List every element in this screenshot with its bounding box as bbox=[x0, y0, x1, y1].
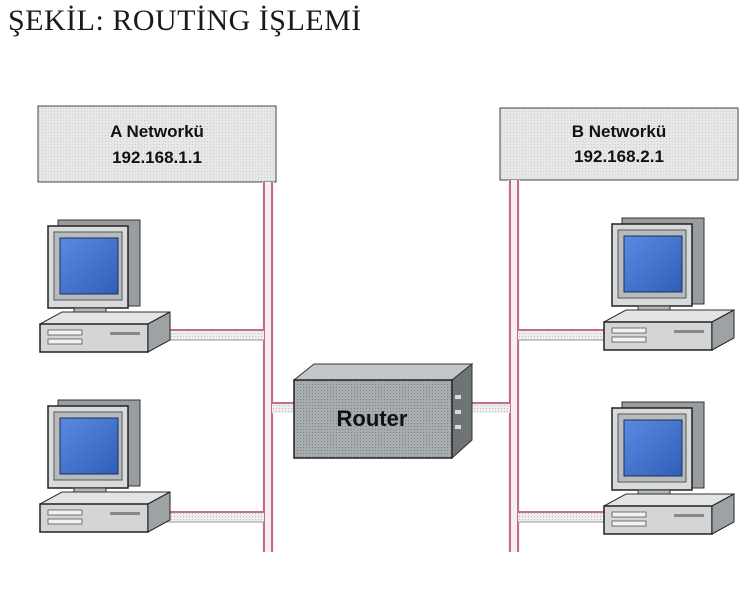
network-a-name: A Networkü bbox=[110, 122, 204, 141]
cable-b-2 bbox=[518, 511, 608, 523]
network-a-backbone bbox=[262, 182, 274, 552]
router-link-b bbox=[470, 402, 510, 413]
cable-a-2 bbox=[160, 511, 264, 523]
computer-icon bbox=[39, 219, 171, 353]
cable-a-1 bbox=[160, 329, 264, 341]
router-label: Router bbox=[337, 406, 408, 431]
network-a-box: A Networkü 192.168.1.1 bbox=[37, 105, 277, 183]
network-a-address: 192.168.1.1 bbox=[112, 148, 202, 167]
computer-icon bbox=[39, 399, 171, 533]
router: Router bbox=[292, 362, 474, 460]
computer-icon bbox=[603, 401, 735, 535]
page-title: ŞEKİL: ROUTİNG İŞLEMİ bbox=[8, 4, 362, 37]
network-b-name: B Networkü bbox=[572, 122, 666, 141]
router-link-a bbox=[272, 402, 294, 413]
network-b-backbone bbox=[508, 180, 520, 552]
computer-icon bbox=[603, 217, 735, 351]
network-b-box: B Networkü 192.168.2.1 bbox=[499, 107, 739, 181]
cable-b-1 bbox=[518, 329, 608, 341]
network-b-address: 192.168.2.1 bbox=[574, 147, 664, 166]
